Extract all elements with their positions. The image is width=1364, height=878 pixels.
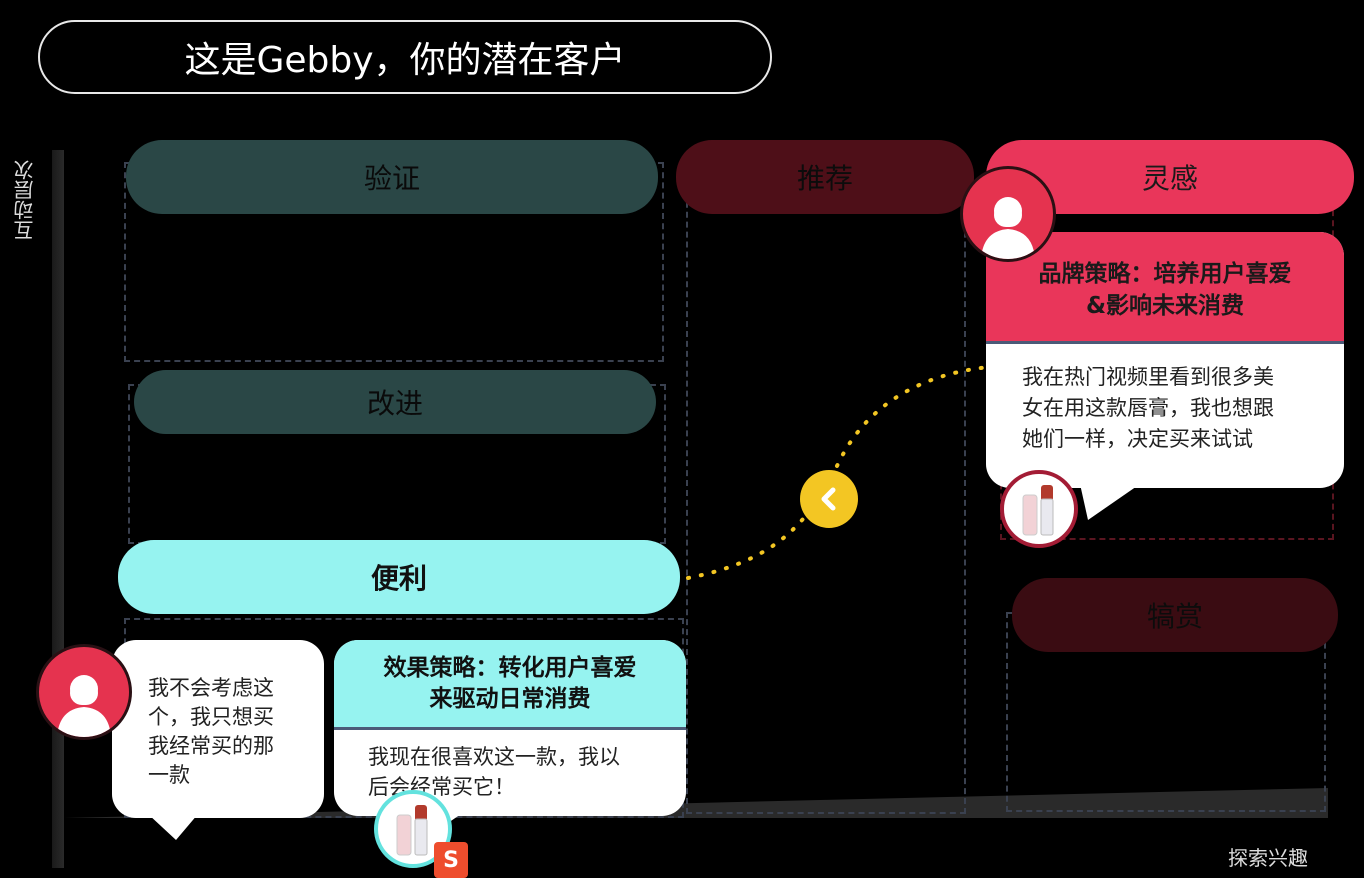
brand-strategy-line2: &影响未来消费 <box>1085 292 1245 319</box>
convenience-card-tail <box>148 814 198 840</box>
convenience-quote-line4: 一款 <box>148 763 190 787</box>
stage-improve: 改进 <box>134 370 656 434</box>
stage-verify: 验证 <box>126 140 658 214</box>
convenience-quote-line3: 我经常买的那 <box>148 734 274 758</box>
convenience-quote-line1: 我不会考虑这 <box>148 676 274 700</box>
user-avatar-icon <box>36 644 132 740</box>
inspiration-card: 品牌策略：培养用户喜爱 &影响未来消费 我在热门视频里看到很多美 女在用这款唇膏… <box>986 232 1344 488</box>
shopping-bag-icon: S <box>434 842 468 878</box>
performance-card: 效果策略：转化用户喜爱 来驱动日常消费 我现在很喜欢这一款，我以 后会经常买它！ <box>334 640 686 816</box>
convenience-quote-line2: 个，我只想买 <box>148 705 274 729</box>
inspiration-card-tail <box>1080 484 1140 520</box>
stage-convenience: 便利 <box>118 540 680 614</box>
stage-reward: 犒赏 <box>1012 578 1338 652</box>
chevron-left-icon[interactable] <box>800 470 858 528</box>
y-axis-label: 互动层次 <box>13 160 37 240</box>
user-avatar-icon <box>960 166 1056 262</box>
page-title: 这是Gebby，你的潜在客户 <box>38 20 772 94</box>
convenience-quote-card: 我不会考虑这 个，我只想买 我经常买的那 一款 <box>112 640 324 818</box>
performance-strategy-line2: 来驱动日常消费 <box>429 685 591 712</box>
brand-strategy-line1: 品牌策略：培养用户喜爱 <box>1038 260 1292 287</box>
inspiration-quote-line3: 她们一样，决定买来试试 <box>1022 427 1253 451</box>
stage-recommend: 推荐 <box>676 140 974 214</box>
y-axis-bar <box>52 150 64 868</box>
performance-quote-line1: 我现在很喜欢这一款，我以 <box>368 745 620 769</box>
inspiration-quote-line1: 我在热门视频里看到很多美 <box>1022 365 1274 389</box>
x-axis-label: 探索兴趣 <box>1228 846 1308 870</box>
performance-strategy-line1: 效果策略：转化用户喜爱 <box>383 654 637 681</box>
inspiration-quote-line2: 女在用这款唇膏，我也想跟 <box>1022 396 1274 420</box>
lipstick-product-icon <box>1000 470 1078 548</box>
